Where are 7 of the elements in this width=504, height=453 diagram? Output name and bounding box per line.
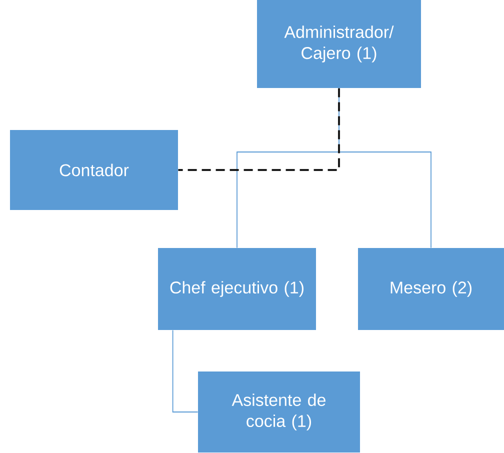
org-box: Contador [10,130,178,210]
org-box: Asistente de cocia (1) [198,372,360,452]
org-box: Chef ejecutivo (1) [158,248,316,330]
dashed-connector [178,88,340,171]
org-box: Mesero (2) [358,248,504,330]
org-box: Administrador/ Cajero (1) [257,0,421,88]
connector-line [172,330,198,412]
